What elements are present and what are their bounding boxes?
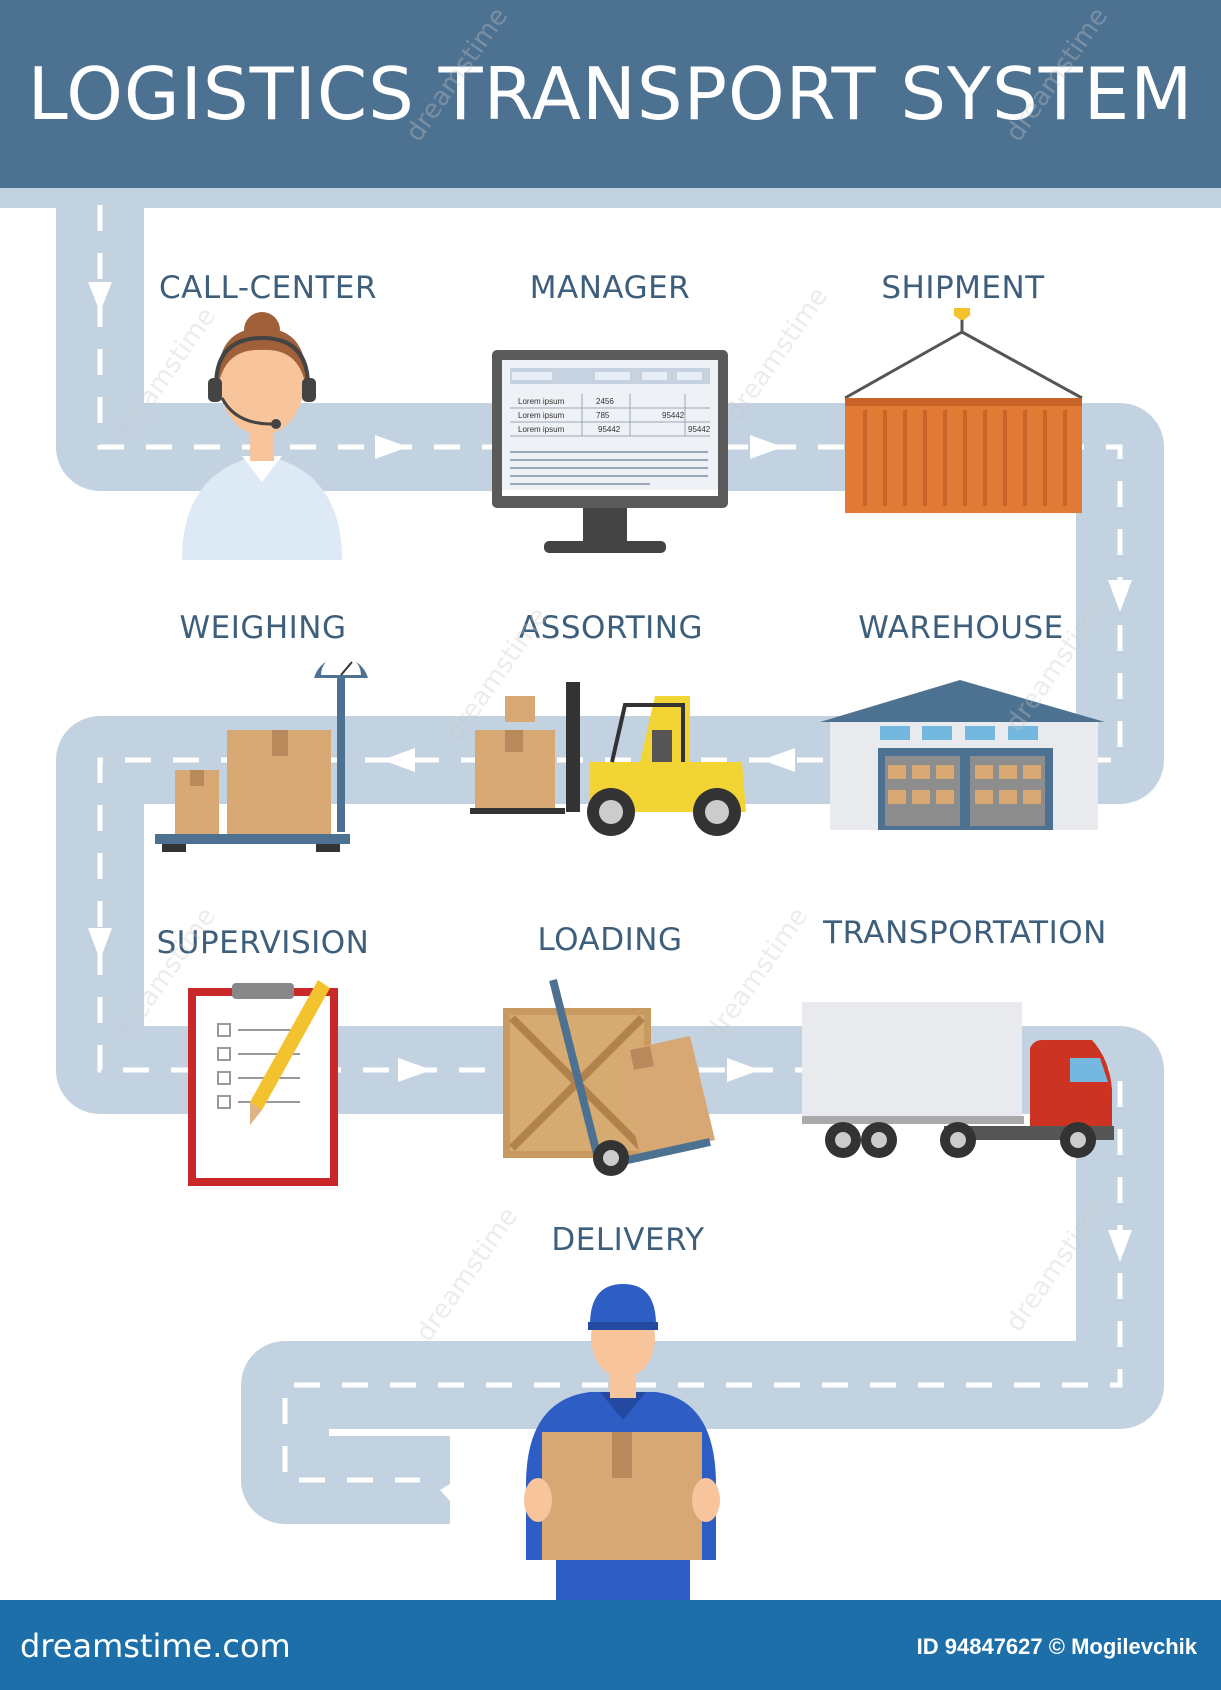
footer-brand: dreamstime.com	[20, 1627, 291, 1665]
road-arrows	[88, 282, 1132, 1545]
delivery-courier-icon	[524, 1284, 720, 1600]
arrow-left-2	[382, 748, 415, 772]
step-label-call-center: CALL-CENTER	[158, 270, 378, 306]
arrow-end	[440, 1460, 490, 1545]
step-label-manager: MANAGER	[529, 270, 691, 306]
arrow-right-3	[398, 1058, 432, 1082]
arrow-right-1	[375, 435, 408, 459]
arrow-right-2	[750, 435, 783, 459]
manager-monitor-icon: Lorem ipsum 2456 Lorem ipsum 785 95442 L…	[492, 350, 728, 553]
step-label-supervision: SUPERVISION	[156, 925, 370, 961]
step-label-shipment: SHIPMENT	[881, 270, 1045, 306]
arrow-left-1	[762, 748, 795, 772]
truck-icon	[802, 1002, 1114, 1158]
monitor-cell: Lorem ipsum	[518, 425, 565, 434]
call-center-agent-icon	[182, 312, 342, 560]
header-road-strip	[0, 188, 1221, 208]
header-banner	[0, 0, 1221, 188]
clipboard-icon	[188, 980, 338, 1186]
step-label-warehouse: WAREHOUSE	[858, 610, 1064, 646]
shipping-container-icon	[844, 308, 1083, 513]
step-label-weighing: WEIGHING	[179, 610, 347, 646]
monitor-cell: Lorem ipsum	[518, 397, 565, 406]
page-title: LOGISTICS TRANSPORT SYSTEM	[27, 52, 1194, 136]
monitor-cell: Lorem ipsum	[518, 411, 565, 420]
step-label-loading: LOADING	[537, 922, 683, 958]
arrow-down-3	[88, 928, 112, 960]
monitor-cell: 2456	[596, 397, 614, 406]
footer-bar	[0, 1600, 1221, 1690]
monitor-cell: 95442	[662, 411, 685, 420]
monitor-cell: 785	[596, 411, 610, 420]
forklift-icon	[470, 682, 746, 836]
arrow-down-2	[1108, 580, 1132, 612]
arrow-right-4	[727, 1058, 760, 1082]
warehouse-icon	[820, 680, 1105, 830]
step-label-assorting: ASSORTING	[518, 610, 704, 646]
crate-hand-truck-icon	[503, 979, 715, 1176]
arrow-down-1	[88, 282, 112, 312]
monitor-cell: 95442	[688, 425, 711, 434]
weighing-scale-icon	[155, 655, 368, 852]
step-label-delivery: DELIVERY	[551, 1222, 705, 1258]
footer-image-id: ID 94847627 © Mogilevchik	[916, 1634, 1197, 1659]
arrow-down-4	[1108, 1230, 1132, 1262]
step-label-transportation: TRANSPORTATION	[823, 915, 1107, 951]
monitor-cell: 95442	[598, 425, 621, 434]
